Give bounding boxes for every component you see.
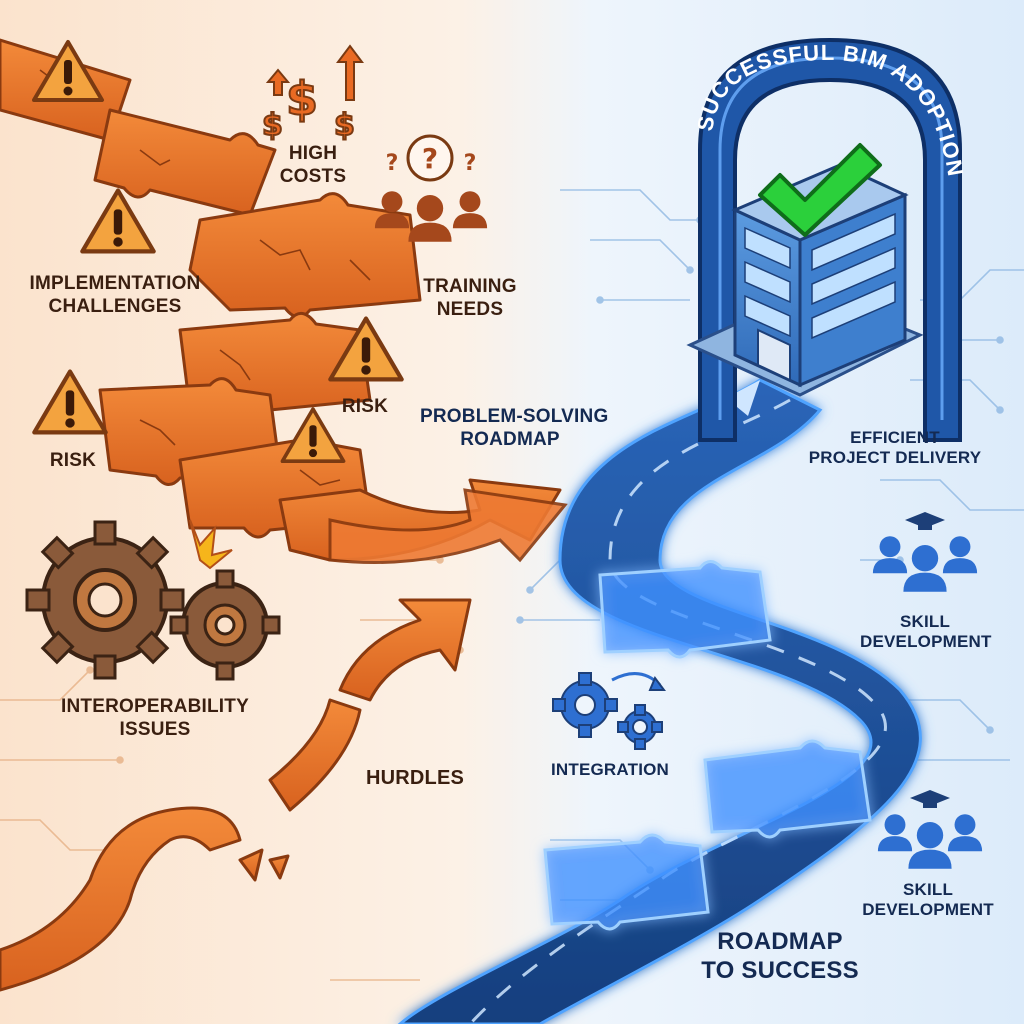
success-arch — [698, 37, 962, 442]
checkmark-icon — [758, 143, 882, 237]
svg-text:$: $ — [262, 108, 283, 143]
label-integration: INTEGRATION — [550, 760, 670, 779]
svg-text:?: ? — [386, 151, 399, 176]
dollar-up-icon: $ $ $ — [261, 44, 364, 144]
svg-text:$: $ — [286, 72, 318, 126]
svg-text:?: ? — [464, 151, 477, 176]
rusty-gears-icon — [25, 519, 281, 681]
blue-puzzle-pieces — [543, 560, 872, 931]
svg-text:$: $ — [334, 108, 355, 143]
graduation-people-icon-2 — [877, 790, 983, 869]
graduation-people-icon-1 — [872, 512, 978, 592]
label-risk-right: RISK — [341, 396, 389, 417]
question-people-icon: ? ? ? — [374, 134, 488, 242]
transition-arrow — [328, 488, 568, 564]
label-risk-left: RISK — [49, 450, 97, 471]
broken-orange-arrow — [0, 598, 472, 992]
svg-text:?: ? — [422, 142, 438, 175]
label-hurdles: HURDLES — [365, 767, 465, 789]
gears-integration-icon — [552, 672, 666, 750]
